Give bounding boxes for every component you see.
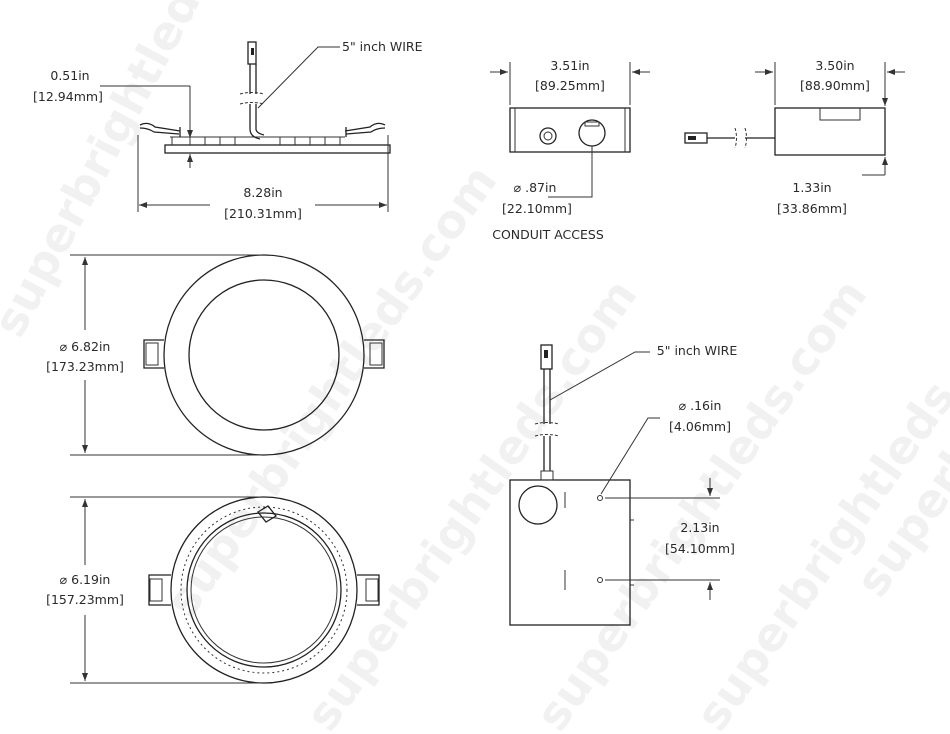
dimension-label: 5" inch WIRE	[657, 343, 738, 358]
dimension-label: [88.90mm]	[800, 78, 870, 93]
dimension-label: [157.23mm]	[46, 592, 124, 607]
bottom-view: ⌀ 6.19in [157.23mm]	[46, 496, 380, 684]
dimension-label: 1.33in	[792, 180, 831, 195]
dimension-label: 3.50in	[815, 58, 854, 73]
watermark-text: superbrightleds.com	[0, 0, 282, 345]
dimension-label: ⌀ 6.82in	[60, 339, 111, 354]
dimension-label: 2.13in	[680, 520, 719, 535]
dimension-label: ⌀ .16in	[679, 398, 722, 413]
dimension-label: 3.51in	[550, 58, 589, 73]
dimension-label: [22.10mm]	[502, 201, 572, 216]
dimension-label: CONDUIT ACCESS	[492, 227, 604, 242]
dimension-label: 0.51in	[50, 68, 89, 83]
side-view: 5" inch WIRE 0.51in [12.94mm] 8.28in [21…	[33, 39, 423, 221]
dimension-label: [4.06mm]	[669, 419, 731, 434]
dimension-label: [210.31mm]	[224, 206, 302, 221]
dimension-label: 8.28in	[243, 185, 282, 200]
dimension-label: [12.94mm]	[33, 89, 103, 104]
dimension-label: [54.10mm]	[665, 541, 735, 556]
dimension-label: ⌀ .87in	[514, 180, 557, 195]
junction-box-side: 3.50in [88.90mm] 1.33in [33.86mm]	[684, 58, 905, 216]
junction-box-front: 3.51in [89.25mm] ⌀ .87in [22.10mm] CONDU…	[490, 58, 650, 242]
dimension-label: [89.25mm]	[535, 78, 605, 93]
top-view: ⌀ 6.82in [173.23mm]	[46, 254, 385, 456]
dimension-label: ⌀ 6.19in	[60, 572, 111, 587]
dimension-label: [173.23mm]	[46, 359, 124, 374]
dimension-label: 5" inch WIRE	[342, 39, 423, 54]
dimension-label: [33.86mm]	[777, 201, 847, 216]
junction-box-top: 5" inch WIRE ⌀ .16in [4.06mm] 2.13in [54…	[509, 343, 738, 626]
